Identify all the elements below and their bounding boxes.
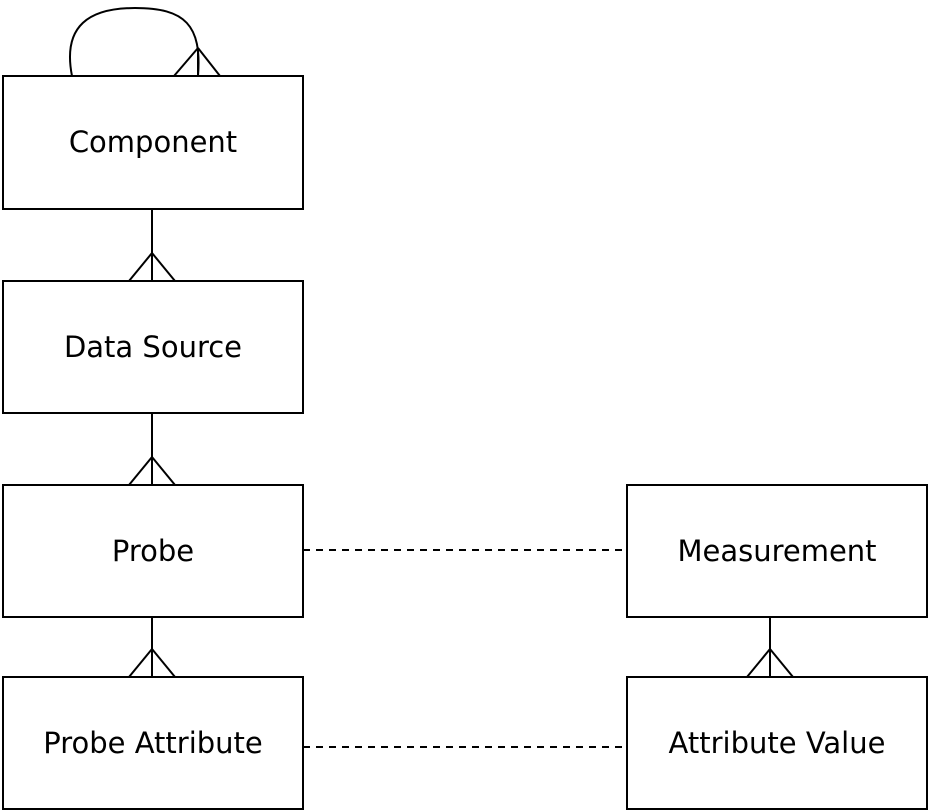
crowfoot-right-prong (151, 648, 176, 678)
rel-probe-probe-attribute (128, 617, 176, 678)
entity-label: Probe Attribute (43, 726, 263, 760)
entity-box (2, 75, 304, 210)
entity-data-source: Data Source (2, 280, 304, 414)
crowfoot-left-prong (173, 47, 199, 77)
crowfoot-left-prong (128, 648, 153, 678)
entity-label: Component (69, 125, 237, 159)
entity-component: Component (2, 75, 304, 210)
entity-label: Data Source (64, 330, 242, 364)
entity-probe: Probe (2, 484, 304, 618)
crowfoot-right-prong (197, 47, 221, 77)
entity-box (2, 676, 304, 810)
self-loop-arc (69, 6, 200, 77)
crowfoot-left-prong (128, 456, 153, 486)
entity-box (2, 484, 304, 618)
entity-label: Measurement (677, 534, 876, 568)
rel-component-self (69, 6, 221, 77)
entity-box (626, 484, 928, 618)
entity-box (2, 280, 304, 414)
crowfoot-right-prong (769, 648, 794, 678)
crowfoot-left-prong (746, 648, 771, 678)
entity-measurement: Measurement (626, 484, 928, 618)
crowfoot-right-prong (151, 456, 176, 486)
crowfoot-left-prong (128, 252, 153, 282)
rel-measurement-attribute-value (746, 617, 794, 678)
rel-data-source-probe (128, 413, 176, 486)
entity-probe-attribute: Probe Attribute (2, 676, 304, 810)
entity-label: Attribute Value (669, 726, 886, 760)
rel-component-data-source (128, 209, 176, 282)
entity-label: Probe (112, 534, 194, 568)
crowfoot-right-prong (151, 252, 176, 282)
entity-box (626, 676, 928, 810)
entity-attribute-value: Attribute Value (626, 676, 928, 810)
